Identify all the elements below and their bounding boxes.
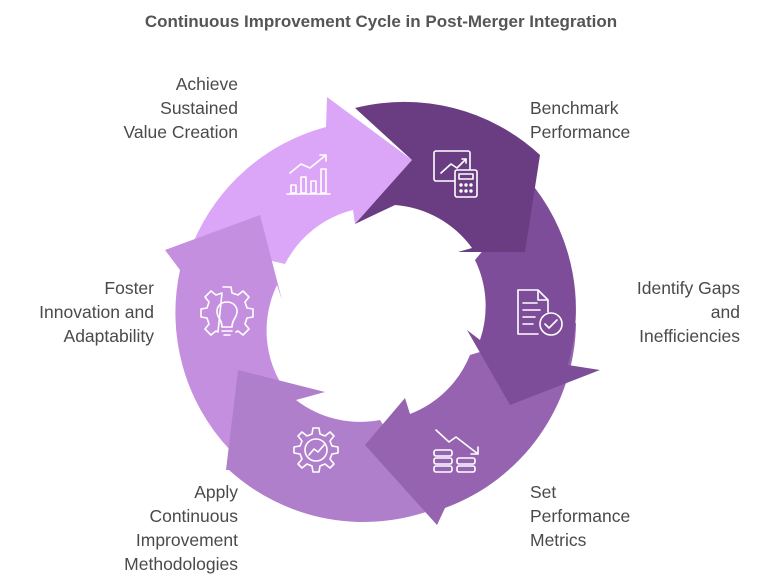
label-identify: Identify Gaps and Inefficiencies — [636, 278, 740, 346]
label-foster: Foster Innovation and Adaptability — [39, 278, 154, 346]
label-metrics: Set Performance Metrics — [530, 482, 631, 550]
segment-benchmark — [355, 101, 540, 252]
gear-chart-icon — [293, 427, 339, 473]
label-benchmark: Benchmark Performance — [530, 98, 631, 142]
label-apply: Apply Continuous Improvement Methodologi… — [124, 482, 238, 574]
diagram-title: Continuous Improvement Cycle in Post-Mer… — [144, 12, 618, 31]
gear-lightbulb-icon — [200, 286, 254, 336]
label-achieve: Achieve Sustained Value Creation — [123, 74, 238, 142]
declining-coins-icon — [433, 429, 479, 473]
growth-bar-chart-icon — [286, 154, 331, 195]
chart-calculator-icon — [433, 150, 478, 198]
checked-document-icon — [517, 289, 563, 336]
